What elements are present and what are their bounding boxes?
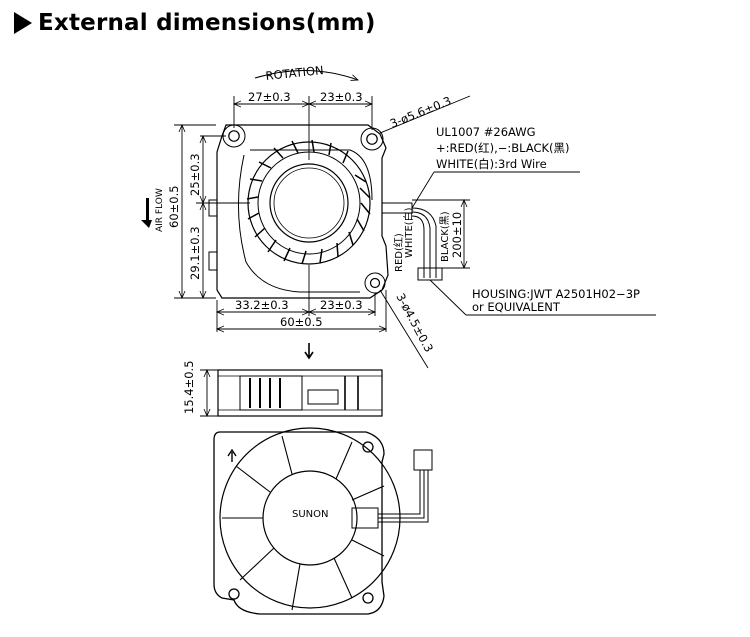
dim-left-lower: 29.1±0.3 bbox=[188, 226, 202, 280]
top-view bbox=[208, 124, 443, 299]
cable-spec: UL1007 #26AWG bbox=[436, 125, 536, 139]
mount-hole-top-left bbox=[228, 130, 240, 142]
dim-left-upper: 25±0.3 bbox=[188, 153, 202, 196]
housing-note: HOUSING:JWT A2501H02−3P or EQUIVALENT bbox=[429, 279, 656, 316]
housing-line2: or EQUIVALENT bbox=[472, 300, 561, 314]
mount-hole-bottom-right bbox=[369, 277, 381, 289]
air-flow-label: AIR FLOW bbox=[155, 188, 165, 232]
section-header: External dimensions(mm) bbox=[14, 7, 376, 39]
dim-thickness: 15.4±0.5 bbox=[182, 360, 196, 414]
mount-hole-top-right bbox=[366, 133, 378, 145]
red-wire-label: RED(红) bbox=[392, 233, 405, 272]
right-triangle-icon bbox=[14, 12, 32, 34]
dim-height-total: 60±0.5 bbox=[167, 185, 181, 228]
dim-bottom-right: 23±0.3 bbox=[320, 298, 363, 312]
polarity-note: +:RED(红),−:BLACK(黑) bbox=[436, 141, 570, 155]
side-view bbox=[200, 370, 383, 416]
mount-hole-tr bbox=[362, 441, 374, 453]
rotation-indicator: ROTATION bbox=[254, 63, 358, 83]
lead-length: 200±10 bbox=[450, 212, 464, 258]
top-dimension bbox=[234, 96, 372, 160]
dim-bottom-left: 33.2±0.3 bbox=[235, 298, 289, 312]
third-wire-note: WHITE(白):3rd Wire bbox=[436, 157, 547, 171]
dim-width-total: 60±0.5 bbox=[280, 315, 323, 329]
bottom-view bbox=[213, 427, 433, 615]
air-flow-arrow-icon bbox=[141, 198, 152, 228]
section-title: External dimensions(mm) bbox=[38, 10, 376, 36]
bottom-dimension bbox=[217, 265, 386, 332]
mount-hole-br bbox=[362, 592, 374, 604]
white-wire-label: WHITE(白) bbox=[402, 207, 415, 258]
brand-label: SUNON bbox=[292, 509, 329, 520]
housing-line1: HOUSING:JWT A2501H02−3P bbox=[472, 287, 640, 301]
lead-length-dimension bbox=[412, 200, 470, 268]
wire-notes: UL1007 #26AWG +:RED(红),−:BLACK(黑) WHITE(… bbox=[411, 125, 580, 209]
dim-top-right: 23±0.3 bbox=[320, 90, 363, 104]
rotation-label: ROTATION bbox=[265, 63, 324, 83]
view-direction-arrow-icon bbox=[304, 343, 314, 360]
hub bbox=[269, 163, 349, 243]
bottom-connector bbox=[413, 449, 433, 471]
black-wire-label: BLACK(黑) bbox=[439, 211, 451, 262]
left-dimension bbox=[174, 125, 250, 298]
impeller-ring bbox=[247, 141, 371, 265]
up-arrow-icon bbox=[227, 448, 237, 462]
fan-housing-outline bbox=[216, 124, 389, 299]
dim-top-left: 27±0.3 bbox=[248, 90, 291, 104]
mount-hole-bl bbox=[228, 588, 240, 600]
